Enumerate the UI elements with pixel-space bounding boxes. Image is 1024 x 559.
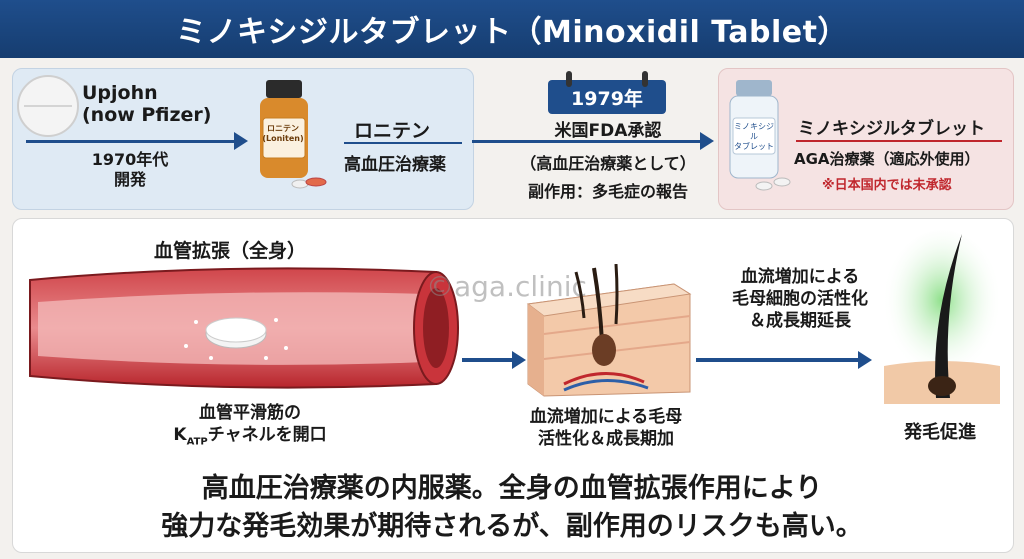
loniten-bottle-icon [260, 80, 327, 189]
summary-line1: 高血圧治療薬の内服薬。全身の血管拡張作用により [201, 473, 823, 504]
tablet-icon [17, 75, 79, 137]
mechanism-arrow-head-1 [512, 351, 526, 369]
effect-line1: 血流増加による [740, 267, 860, 287]
current-product-note: ※日本国内では未承認 [822, 178, 952, 193]
loniten-bottle-label: ロニテン (Loniten) [261, 124, 305, 144]
approval-side-effect: 副作用：多毛症の報告 [527, 182, 688, 201]
vessel-caption: 血管平滑筋の KATPチャネルを開口 [150, 402, 350, 453]
current-bottle-label-name: ミノキシジル [734, 122, 774, 141]
skin-caption: 血流増加による毛母 活性化＆成長期加 [506, 406, 706, 450]
minoxidil-bottle-label: ミノキシジル タブレット [731, 122, 777, 152]
katp-k: K [173, 425, 187, 445]
summary-line2: 強力な発毛効果が期待されるが、副作用のリスクも高い。 [161, 511, 863, 542]
skin-caption-line2: 活性化＆成長期加 [538, 429, 674, 449]
era-label: 1970年代 開発 [70, 150, 190, 190]
skin-cross-section-illustration [526, 264, 692, 397]
blood-vessel-illustration [29, 267, 459, 389]
developer-name: Upjohn [82, 82, 158, 104]
result-label: 発毛促進 [904, 422, 976, 443]
timeline-line-2 [472, 140, 702, 143]
era-years: 1970年代 [91, 150, 169, 169]
developer-label: Upjohn (now Pfizer) [82, 82, 211, 126]
katp-sub: ATP [186, 436, 208, 448]
current-product-name: ミノキシジルタブレット [798, 119, 985, 139]
current-product-underline [796, 140, 1002, 142]
era-event: 開発 [113, 170, 146, 189]
katp-rest: チャネルを開口 [207, 425, 327, 445]
calendar-icon: 1979年 [548, 71, 666, 114]
effect-description: 血流増加による 毛母細胞の活性化 ＆成長期延長 [700, 266, 900, 332]
effect-line2: 毛母細胞の活性化 [732, 289, 868, 309]
vessel-caption-line2: KATPチャネルを開口 [150, 424, 350, 453]
product-underline [344, 142, 462, 144]
timeline-arrow-1 [234, 132, 248, 150]
timeline-arrow-2 [700, 132, 714, 150]
current-bottle-label-form: タブレット [734, 142, 774, 151]
summary: 高血圧治療薬の内服薬。全身の血管拡張作用により 強力な発毛効果が期待されるが、副… [40, 470, 984, 546]
product-name: ロニテン [354, 120, 431, 142]
skin-caption-line1: 血流増加による毛母 [529, 407, 683, 427]
mechanism-arrow-1 [462, 358, 514, 362]
product-use: 高血圧治療薬 [344, 155, 446, 175]
title-bar: ミノキシジルタブレット（Minoxidil Tablet） [0, 0, 1024, 58]
calendar-ring-right [642, 71, 648, 87]
calendar-ring-left [566, 71, 572, 87]
bottle-label-brand: (Loniten) [262, 134, 304, 143]
bottle-label-name: ロニテン [267, 124, 299, 133]
approval-title: 米国FDA承認 [554, 121, 662, 141]
mechanism-arrow-2 [696, 358, 860, 362]
effect-line3: ＆成長期延長 [749, 311, 851, 331]
hair-growth-illustration [882, 230, 1002, 404]
page-title: ミノキシジルタブレット（Minoxidil Tablet） [175, 15, 848, 50]
watermark: ©aga.clinic [426, 270, 587, 303]
minoxidil-bottle-icon [729, 80, 791, 191]
developer-note: (now Pfizer) [82, 104, 212, 126]
approval-purpose: （高血圧治療薬として） [520, 154, 696, 173]
vessel-heading: 血管拡張（全身） [154, 240, 307, 262]
vessel-caption-line1: 血管平滑筋の [199, 403, 301, 423]
timeline-line-1 [26, 140, 236, 143]
current-product-use: AGA治療薬（適応外使用） [794, 150, 980, 168]
approval-year: 1979年 [571, 87, 643, 110]
mechanism-arrow-head-2 [858, 351, 872, 369]
